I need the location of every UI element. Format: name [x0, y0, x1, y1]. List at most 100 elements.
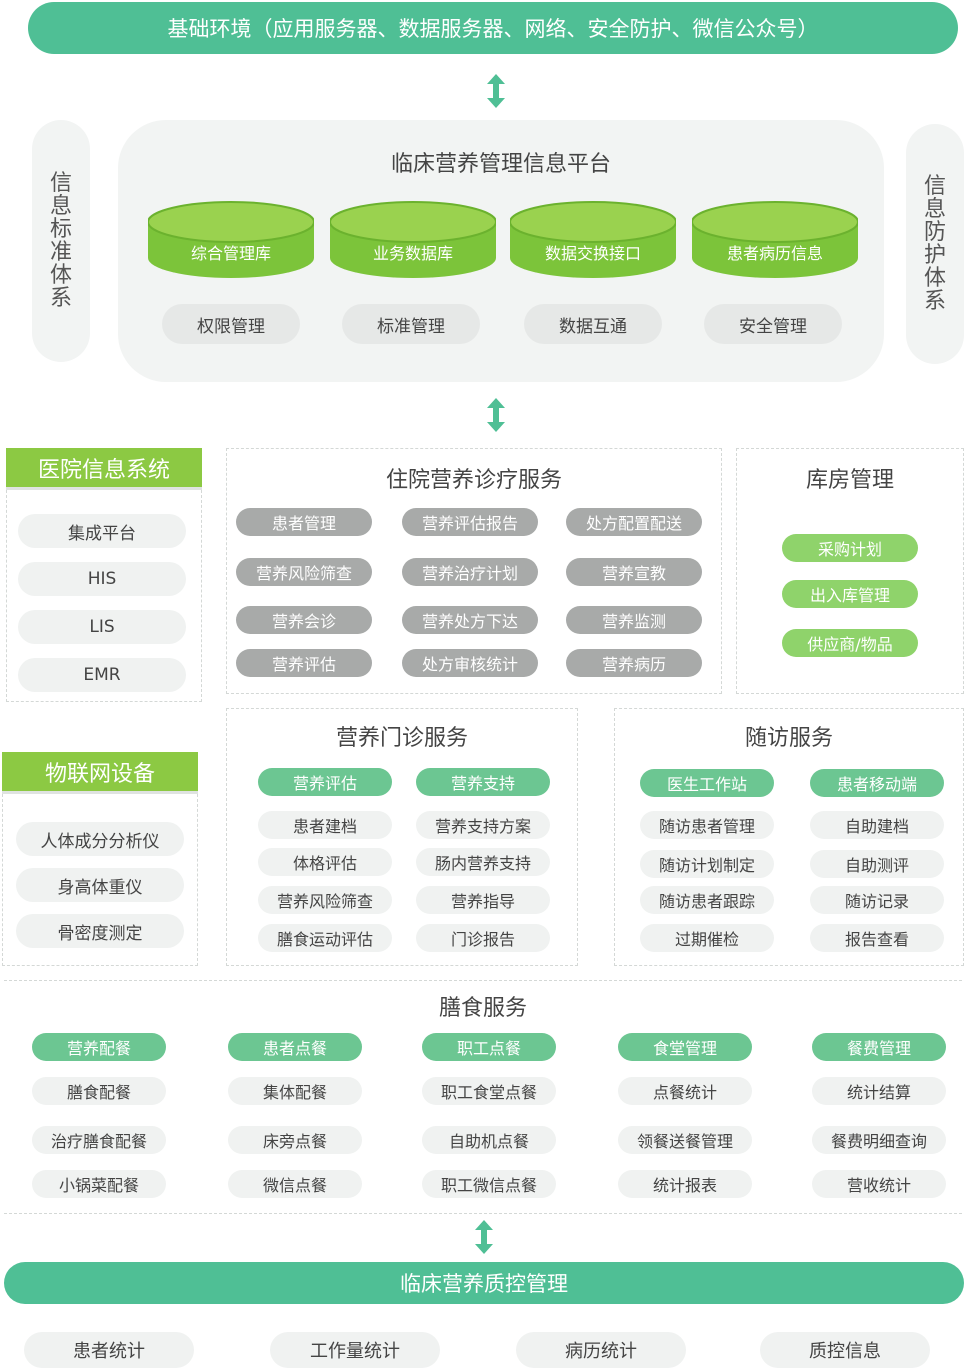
database-cylinder: 业务数据库 [329, 200, 497, 280]
warehouse-panel [736, 448, 964, 694]
followup-item: 随访患者跟踪 [640, 886, 774, 914]
hospital-info-header: 医院信息系统 [6, 448, 202, 490]
followup-column-header: 患者移动端 [810, 769, 944, 797]
outpatient-item: 体格评估 [258, 848, 392, 876]
double-arrow-icon [487, 74, 505, 108]
meal-item: 膳食配餐 [32, 1077, 166, 1105]
outpatient-title: 营养门诊服务 [335, 726, 468, 751]
platform-title: 临床营养管理信息平台 [390, 152, 611, 177]
warehouse-item: 出入库管理 [782, 580, 918, 608]
followup-item: 过期催检 [640, 924, 774, 952]
database-icon [147, 201, 315, 278]
followup-title: 随访服务 [744, 726, 833, 751]
meal-item: 领餐送餐管理 [618, 1126, 752, 1154]
warehouse-title: 库房管理 [805, 468, 894, 493]
iot-header: 物联网设备 [2, 752, 198, 794]
meal-panel [4, 980, 962, 1214]
hospital-info-panel [6, 490, 202, 702]
info-protection-system: 信息防护体系 [906, 124, 964, 364]
database-label: 综合管理库 [190, 244, 271, 263]
inpatient-service-item: 营养风险筛查 [236, 558, 372, 586]
outpatient-item: 营养支持方案 [416, 811, 550, 839]
hospital-system-item: EMR [18, 658, 186, 692]
meal-item: 营收统计 [812, 1170, 946, 1198]
meal-item: 统计报表 [618, 1170, 752, 1198]
inpatient-panel [226, 448, 722, 694]
platform-function: 安全管理 [704, 304, 842, 344]
outpatient-item: 膳食运动评估 [258, 924, 392, 952]
meal-title: 膳食服务 [438, 996, 527, 1021]
meal-item: 集体配餐 [228, 1077, 362, 1105]
inpatient-service-item: 营养监测 [566, 606, 702, 634]
followup-item: 自助测评 [810, 850, 944, 878]
meal-column-header: 食堂管理 [618, 1033, 752, 1061]
qc-item: 工作量统计 [270, 1332, 440, 1368]
database-cylinder: 数据交换接口 [509, 200, 677, 280]
inpatient-service-item: 营养会诊 [236, 606, 372, 634]
database-label: 业务数据库 [372, 244, 453, 263]
database-icon [691, 201, 859, 278]
platform-function: 数据互通 [524, 304, 662, 344]
inpatient-service-item: 处方审核统计 [402, 649, 538, 677]
qc-item: 病历统计 [516, 1332, 686, 1368]
inpatient-service-item: 营养评估报告 [402, 508, 538, 536]
meal-item: 自助机点餐 [422, 1126, 556, 1154]
meal-column-header: 营养配餐 [32, 1033, 166, 1061]
outpatient-item: 营养风险筛查 [258, 886, 392, 914]
iot-device-item: 骨密度测定 [16, 914, 184, 948]
inpatient-service-item: 营养评估 [236, 649, 372, 677]
inpatient-service-item: 营养病历 [566, 649, 702, 677]
outpatient-column-header: 营养评估 [258, 768, 392, 796]
database-icon [329, 201, 497, 278]
followup-item: 随访计划制定 [640, 850, 774, 878]
platform-function: 权限管理 [162, 304, 300, 344]
iot-panel [2, 794, 198, 966]
iot-device-item: 身高体重仪 [16, 868, 184, 902]
info-protection-label: 信息防护体系 [923, 174, 946, 314]
infrastructure-label: 基础环境（应用服务器、数据服务器、网络、安全防护、微信公众号） [167, 17, 819, 41]
database-cylinder: 综合管理库 [147, 200, 315, 280]
followup-item: 自助建档 [810, 811, 944, 839]
outpatient-item: 营养指导 [416, 886, 550, 914]
outpatient-item: 患者建档 [258, 811, 392, 839]
followup-panel [614, 708, 964, 966]
iot-device-item: 人体成分分析仪 [16, 822, 184, 856]
meal-item: 职工食堂点餐 [422, 1077, 556, 1105]
outpatient-column-header: 营养支持 [416, 768, 550, 796]
meal-column-header: 餐费管理 [812, 1033, 946, 1061]
meal-item: 统计结算 [812, 1077, 946, 1105]
inpatient-service-item: 患者管理 [236, 508, 372, 536]
info-standard-system: 信息标准体系 [32, 120, 90, 362]
followup-item: 随访记录 [810, 886, 944, 914]
database-label: 患者病历信息 [726, 244, 823, 263]
meal-column-header: 职工点餐 [422, 1033, 556, 1061]
meal-column-header: 患者点餐 [228, 1033, 362, 1061]
warehouse-item: 供应商/物品 [782, 629, 918, 657]
meal-item: 微信点餐 [228, 1170, 362, 1198]
meal-item: 小锅菜配餐 [32, 1170, 166, 1198]
followup-item: 随访患者管理 [640, 811, 774, 839]
meal-item: 床旁点餐 [228, 1126, 362, 1154]
hospital-system-item: HIS [18, 562, 186, 596]
hospital-system-item: 集成平台 [18, 514, 186, 548]
outpatient-panel [226, 708, 578, 966]
followup-item: 报告查看 [810, 924, 944, 952]
double-arrow-icon [475, 1220, 493, 1254]
infrastructure-bar: 基础环境（应用服务器、数据服务器、网络、安全防护、微信公众号） [28, 2, 958, 54]
database-cylinder: 患者病历信息 [691, 200, 859, 280]
outpatient-item: 肠内营养支持 [416, 848, 550, 876]
double-arrow-icon [487, 398, 505, 432]
meal-item: 餐费明细查询 [812, 1126, 946, 1154]
inpatient-service-item: 营养处方下达 [402, 606, 538, 634]
inpatient-service-item: 营养治疗计划 [402, 558, 538, 586]
meal-item: 职工微信点餐 [422, 1170, 556, 1198]
platform-function: 标准管理 [342, 304, 480, 344]
inpatient-title: 住院营养诊疗服务 [385, 468, 562, 493]
warehouse-item: 采购计划 [782, 534, 918, 562]
inpatient-service-item: 营养宣教 [566, 558, 702, 586]
outpatient-item: 门诊报告 [416, 924, 550, 952]
qc-item: 质控信息 [760, 1332, 930, 1368]
database-icon [509, 201, 677, 278]
qc-item: 患者统计 [24, 1332, 194, 1368]
qc-bar: 临床营养质控管理 [4, 1262, 964, 1304]
